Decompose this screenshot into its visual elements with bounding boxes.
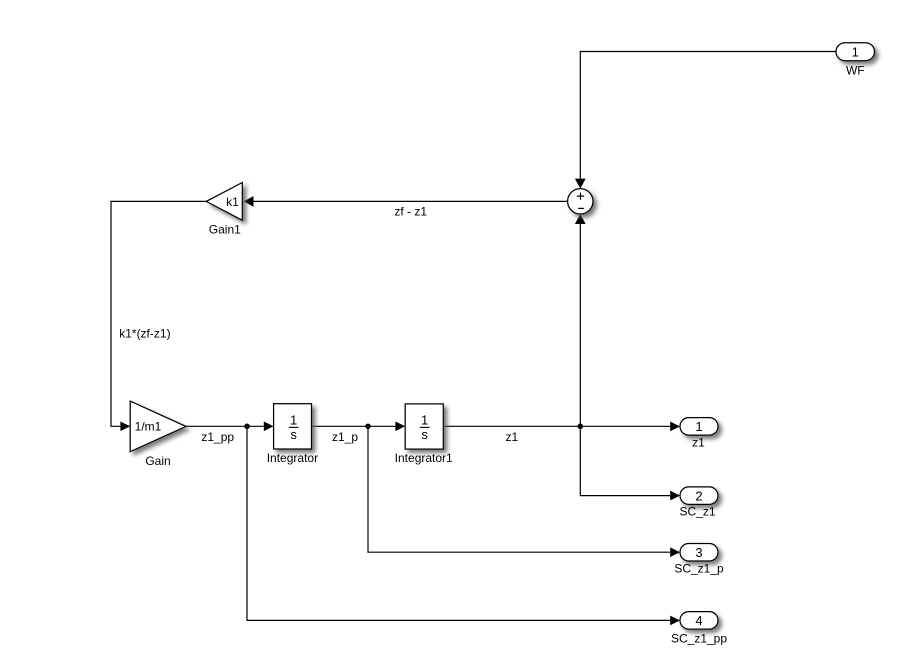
svg-text:s: s — [290, 427, 297, 442]
svg-text:z1: z1 — [506, 430, 519, 444]
svg-text:SC_z1_p: SC_z1_p — [674, 562, 724, 576]
svg-text:2: 2 — [695, 488, 702, 503]
svg-text:z1_p: z1_p — [332, 430, 358, 444]
svg-text:Gain1: Gain1 — [209, 222, 241, 236]
svg-text:Integrator: Integrator — [267, 451, 318, 465]
svg-text:z1: z1 — [692, 436, 705, 450]
svg-text:1: 1 — [695, 419, 702, 434]
svg-text:SC_z1: SC_z1 — [679, 505, 715, 519]
svg-text:k1*(zf-z1): k1*(zf-z1) — [119, 326, 170, 340]
svg-text:z1_pp: z1_pp — [201, 430, 234, 444]
svg-text:4: 4 — [695, 613, 702, 628]
svg-text:k1: k1 — [226, 195, 239, 209]
svg-text:WF: WF — [846, 63, 865, 77]
svg-text:Gain: Gain — [145, 454, 170, 468]
svg-text:1: 1 — [421, 412, 428, 427]
svg-text:s: s — [421, 427, 428, 442]
svg-text:1: 1 — [290, 412, 297, 427]
svg-text:1/m1: 1/m1 — [135, 420, 162, 434]
svg-text:zf - z1: zf - z1 — [394, 205, 427, 219]
svg-text:SC_z1_pp: SC_z1_pp — [671, 632, 727, 646]
svg-text:Integrator1: Integrator1 — [395, 451, 453, 465]
svg-text:3: 3 — [695, 545, 702, 560]
svg-text:1: 1 — [852, 44, 859, 59]
